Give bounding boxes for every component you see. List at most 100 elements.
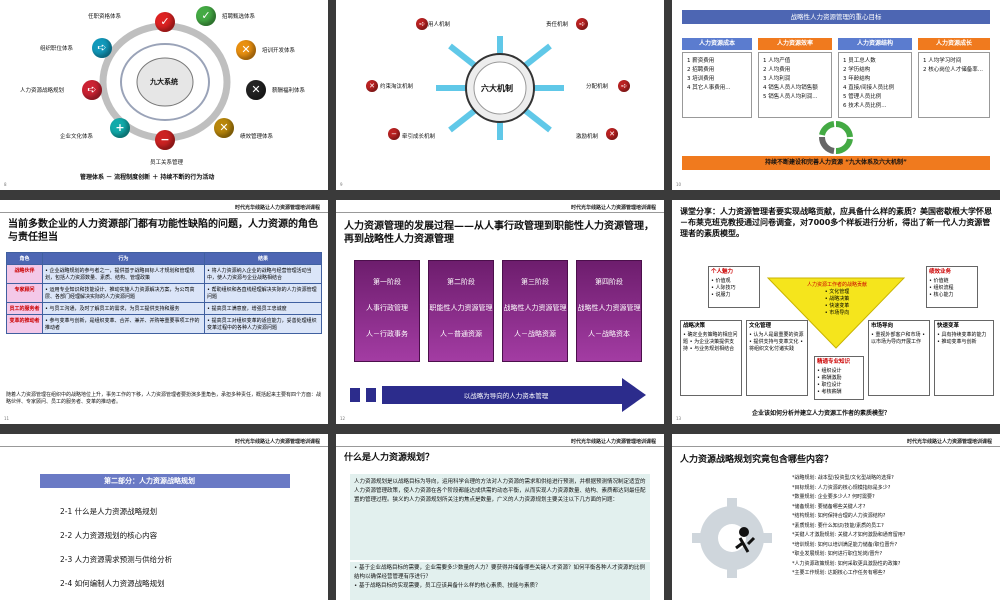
column-head: 人力资源效率 [758,38,832,50]
node-label: 用人机制 [428,22,451,28]
toc-item[interactable]: 2-2 人力资源规划的核心内容 [60,531,158,540]
node-label: 任职资格体系 [88,14,122,20]
node-label: 招聘甄选体系 [222,14,256,20]
page-number: 10 [676,182,682,187]
slide-header: 时代光华线路让人力资源管理培训课程 [906,439,992,445]
culture-box: 文化管理• 认为人是最重要的资源 • 提供支持与变革文化 • 将组织文化付诸实践 [746,320,808,396]
bullet-box: • 基于企业战略目标的需要，企业需要多少数量的人力？要获得并储备哪些关键人才资源… [350,562,650,600]
slide-header: 时代光华线路让人力资源管理培训课程 [570,439,656,445]
table-row: 战略伙伴• 企业战略规划的参与者之一，提供基于战略目标人才规划和管理规划，包括人… [6,264,322,284]
check-icon: ✓ [196,6,216,26]
roles-table: 角色行为结果 战略伙伴• 企业战略规划的参与者之一，提供基于战略目标人才规划和管… [6,252,322,334]
slide-title: 人力资源战略规划究竟包含哪些内容？ [680,455,834,465]
result-box: 绩效业务• 价值链• 组织流程• 核心能力 [926,266,978,308]
node-label: 培训开发体系 [262,48,296,54]
cross-icon: ✕ [246,80,266,100]
toc-item[interactable]: 2-3 人力资源需求预测与供给分析 [60,555,173,564]
page-number: 9 [340,182,343,187]
footer-text: 管理体系 － 流程制度创新 ＋ 持续不断的行为活动 [80,174,215,181]
header-divider [672,446,1000,447]
hr-knowledge-box: 精通专业知识• 组织设计• 薪酬激励• 职位设计• 考核薪酬 [814,356,864,400]
center-label: 九大系统 [150,78,178,86]
header-divider [336,446,664,447]
slide-strategic-hr-goals[interactable]: 战略性人力资源管理的重心目标 人力资源成本 人力资源效率 人力资源结构 人力资源… [672,0,1000,190]
node-label: 员工关系管理 [150,160,184,166]
node-label: 责任机制 [546,22,569,28]
cross-icon: ✕ [606,128,618,140]
cycle-arrows-icon [818,120,853,154]
node-label: 薪酬福利体系 [272,88,306,94]
toc-item[interactable]: 2-1 什么是人力资源战略规划 [60,507,158,516]
table-row: 专家顾问• 运用专业知识和技能设计、推动实施人力资源解决方案，为公司高层、各部门… [6,283,322,303]
column-head: 人力资源成长 [918,38,990,50]
slide-hr-planning-contents[interactable]: 时代光华线路让人力资源管理培训课程 人力资源战略规划究竟包含哪些内容？ *战略规… [672,434,1000,600]
section-banner: 第二部分：人力资源战略规划 [40,474,290,488]
slide-title: 课堂分享：人力资源管理者要实现战略贡献，应具备什么样的素质？美国密歇根大学怀恩－… [680,207,992,238]
minus-icon: − [155,130,175,150]
page-number: 8 [4,182,7,187]
toc-item[interactable]: 2-4 如何编制人力资源战略规划 [60,579,165,588]
arrow-icon: ➪ [576,18,588,30]
gear-icon [692,498,772,578]
slide-hr-development[interactable]: 时代光华线路让人力资源管理培训课程 人力资源管理的发展过程——从人事行政管理到职… [336,200,664,424]
slide-header: 时代光华线路让人力资源管理培训课程 [234,205,320,211]
change-box: 快速变革• 具有持续变革的能力 • 推动变革与创新 [934,320,994,396]
slide-six-mechanisms[interactable]: 六大机制 ➪ ➪ ➪ ✕ − ✕ 用人机制 责任机制 分配机制 激励机制 牵引成… [336,0,664,190]
slide-hr-roles[interactable]: 时代光华线路让人力资源管理培训课程 当前多数企业的人力资源部门都有功能性缺陷的问… [0,200,328,424]
minus-icon: − [388,128,400,140]
arrow-icon: ➪ [618,80,630,92]
stage-card: 第二阶段职能性人力资源管理人－普通资源 [428,260,494,362]
table-row: 员工的服务者• 与员工沟通，及时了解员工的需求，为员工提供支持和服务• 提高员工… [6,302,322,315]
slide-title: 什么是人力资源规划？ [344,453,435,463]
caption: 企业该如何分析并建立人力资源工作者的素质模型？ [752,410,891,417]
cross-icon: ✕ [366,80,378,92]
definition-box: 人力资源规划是以战略目标为导向，运用科学合理的方法对人力资源的需求和供给进行预测… [350,474,650,560]
slide-header: 时代光华线路让人力资源管理培训课程 [570,205,656,211]
strategy-box: 战略决策• 确定业务策略的相应问题 • 为企业决策提供支持 • 与业务规划相结合 [680,320,742,396]
personal-box: 个人魅力• 价值观• 人际技巧• 说服力 [708,266,760,308]
cross-icon: ✕ [236,40,256,60]
header-divider [0,212,328,213]
slide-section-toc[interactable]: 时代光华线路让人力资源管理培训课程 第二部分：人力资源战略规划 2-1 什么是人… [0,434,328,600]
node-label: 人力资源战略规划 [20,88,65,94]
slide-title: 人力资源管理的发展过程——从人事行政管理到职能性人力资源管理，再到战略性人力资源… [344,221,654,245]
check-icon: ✓ [155,12,175,32]
node-label: 分配机制 [586,84,609,90]
arrow-icon: ➪ [416,18,428,30]
arrow-icon: ➪ [82,80,102,100]
arrow-label: 以战略为导向的人力资本管理 [463,392,549,400]
footnote: 随着人力资源管理在组织中的战略地位上升，事务工作的下移，人力资源管理者要扮演多重… [6,392,322,405]
stage-card: 第三阶段战略性人力资源管理人－战略资源 [502,260,568,362]
hub-diagram [436,36,564,140]
center-label: 六大机制 [481,84,513,93]
plus-icon: + [110,118,130,138]
triangle-text: 人力资源工作者的战略贡献 • 文化管理• 战略决策• 快速变革• 市场导向 [806,282,867,316]
competency-triangle [766,277,906,349]
slide-header: 时代光华线路让人力资源管理培训课程 [234,439,320,445]
table-row: 变革的推动者• 参与变革与创新，是组织变革、合并、兼并、并购等重要事项工作的推动… [6,314,322,334]
page-number: 12 [340,416,346,421]
node-label: 激励机制 [576,134,599,140]
header-divider [0,446,328,447]
stage-card: 第四阶段战略性人力资源管理人－战略资本 [576,260,642,362]
node-label: 牵引成长机制 [402,134,436,140]
banner: 持续不断建设和完善人力资源 “九大体系及六大机制” [682,156,990,170]
progress-arrow [350,378,646,412]
slide-nine-systems[interactable]: 九大系统 ✓ ✓ ✕ ✕ ✕ − + ➪ ➪ 任职资格体系 招聘甄选体系 培训开… [0,0,328,190]
node-label: 绩效管理体系 [240,134,274,140]
content-list: *战略规划: 战本型/投资型/文化型战略的选择? *目标规划: 人力资源的核心规… [792,475,906,576]
node-label: 约束淘汰机制 [380,84,414,90]
arrow-icon: ➪ [92,38,112,58]
cross-icon: ✕ [214,118,234,138]
column-head: 人力资源成本 [682,38,752,50]
node-label: 组织职位体系 [40,46,74,52]
slide-competency-model[interactable]: 课堂分享：人力资源管理者要实现战略贡献，应具备什么样的素质？美国密歇根大学怀恩－… [672,200,1000,424]
page-number: 13 [676,416,682,421]
header-divider [336,212,664,213]
page-number: 11 [4,416,10,421]
slide-what-is-hr-planning[interactable]: 时代光华线路让人力资源管理培训课程 什么是人力资源规划？ 人力资源规划是以战略目… [336,434,664,600]
